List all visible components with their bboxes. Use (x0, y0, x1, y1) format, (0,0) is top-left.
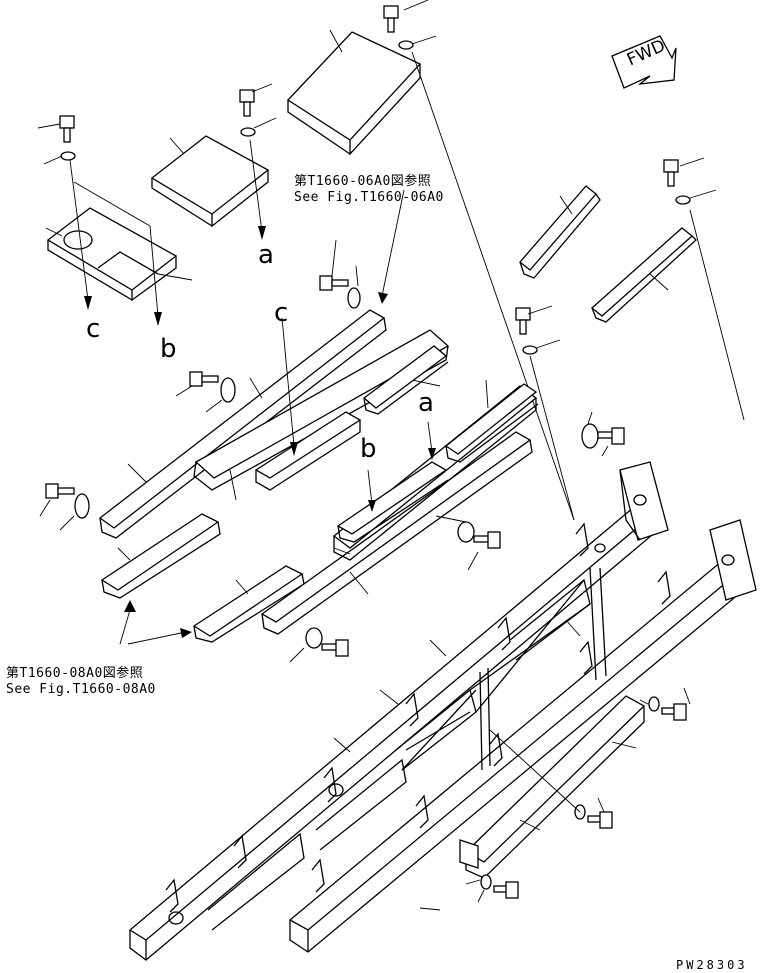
washer-right (675, 195, 691, 205)
reference-note-upper-jp: 第T1660-06A0図参照 (294, 174, 432, 189)
bolt-mid-2 (581, 423, 625, 449)
frame-bolt-1 (648, 696, 687, 721)
fwd-arrow-icon (611, 35, 677, 89)
bolt-middle (239, 89, 255, 117)
bolt-set-left-1 (319, 275, 361, 309)
bolt-set-left-3 (45, 483, 90, 519)
bracket-rail-a (254, 411, 362, 491)
bolt-set-left-2 (189, 371, 236, 403)
top-cover-plate-middle (150, 135, 270, 228)
bolt-right (663, 159, 679, 187)
top-cover-plate-right (286, 31, 422, 156)
bolt-top-right (383, 5, 399, 33)
side-rail-right-b (590, 227, 697, 323)
bolt-mid-4 (305, 627, 349, 657)
callout-letter-c-mid: c (274, 298, 289, 328)
bracket-lower-left-1 (100, 513, 221, 599)
callout-letter-b-top: b (160, 334, 177, 364)
callout-letter-c-top: c (86, 314, 101, 344)
bracket-right-a (336, 461, 449, 543)
long-rail-middle (193, 329, 450, 491)
bolt-mid-3 (457, 521, 501, 549)
bolt-left (59, 115, 75, 143)
long-rail-right-1 (260, 431, 533, 635)
main-frame (128, 461, 757, 961)
washer-top-right (398, 40, 414, 50)
frame-bolt-2 (574, 804, 613, 829)
bolt-mid-1 (515, 307, 538, 355)
bracket-lower-left-2 (192, 565, 305, 643)
callout-letter-a-top: a (258, 240, 274, 270)
top-cover-plate-left (46, 207, 178, 302)
reference-note-lower-en: See Fig.T1660-08A0 (6, 682, 156, 697)
washer-left (60, 151, 76, 161)
washer-middle (240, 127, 256, 137)
bracket-right-b (444, 383, 539, 463)
callout-letter-a-mid: a (418, 388, 434, 418)
callout-letter-b-mid: b (360, 434, 377, 464)
side-rail-right-a (519, 185, 601, 279)
reference-note-upper-en: See Fig.T1660-06A0 (294, 190, 444, 205)
frame-bolt-3 (480, 874, 519, 899)
drawing-code: PW28303 (676, 958, 748, 972)
reference-note-lower-jp: 第T1660-08A0図参照 (6, 666, 144, 681)
long-rail-left (98, 309, 387, 539)
bracket-rail-b (362, 345, 449, 415)
reference-note-upper: 第T1660-06A0図参照 See Fig.T1660-06A0 (294, 174, 444, 206)
reference-note-lower: 第T1660-08A0図参照 See Fig.T1660-08A0 (6, 666, 156, 698)
